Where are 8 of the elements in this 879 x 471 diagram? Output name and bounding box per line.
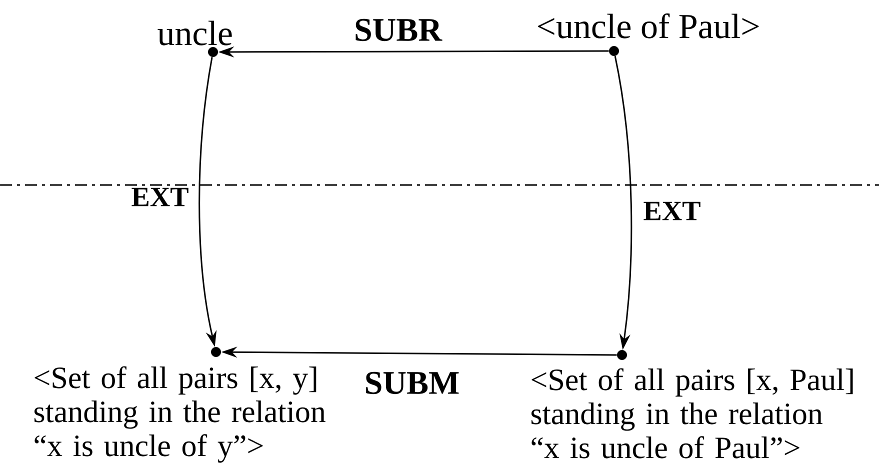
point-label: uncle (158, 20, 232, 46)
point-label: <Set of all pairs [x, Paul] standing in the relation “x is uncle of Paul”> (531, 368, 853, 458)
point-label: <Set of all pairs [x, y] standing in the relation “x is uncle of y”> (34, 366, 326, 463)
edge-label: SUBR (353, 18, 444, 42)
edge-label: EXT (130, 186, 190, 208)
point-label: <uncle of Paul> (538, 13, 759, 38)
edge-label: EXT (642, 200, 702, 222)
edge-label: SUBM (363, 370, 461, 396)
